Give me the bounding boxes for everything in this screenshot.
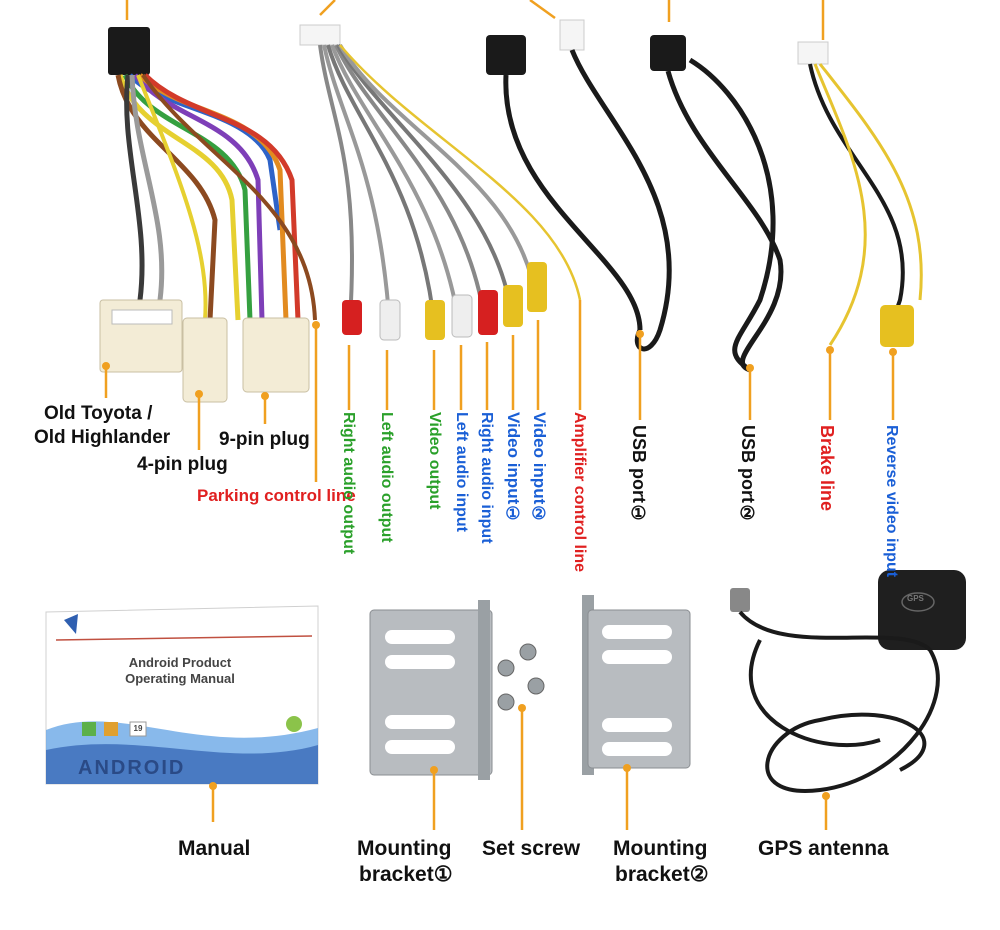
label-four-pin-plug: 4-pin plug xyxy=(137,454,228,475)
label-right-audio-input: Right audio input xyxy=(477,412,495,544)
rca-cable-bundle xyxy=(299,0,582,410)
label-brake-line: Brake line xyxy=(816,425,837,512)
label-nine-pin-plug: 9-pin plug xyxy=(219,429,310,450)
manual-calendar-icon: 19 xyxy=(133,724,143,733)
label-set-screw: Set screw xyxy=(482,837,581,860)
label-mounting-bracket-1-line1: Mounting xyxy=(357,837,452,860)
label-mounting-bracket-1-line2: bracket① xyxy=(359,863,453,886)
four-pin-plug xyxy=(182,317,228,403)
usb-cables xyxy=(486,0,784,420)
label-parking-control-line: Parking control line xyxy=(197,486,356,505)
manual-brand-logo: ANDROID xyxy=(78,757,186,779)
label-gps-antenna: GPS antenna xyxy=(758,837,889,860)
label-right-audio-output: Right audio output xyxy=(339,412,357,555)
mounting-bracket-1 xyxy=(369,600,493,830)
reverse-cable xyxy=(797,0,923,420)
manual-cover-line2: Operating Manual xyxy=(125,671,235,686)
label-mounting-bracket-2-line2: bracket② xyxy=(615,863,709,886)
manual-booklet xyxy=(45,605,319,822)
label-video-input-2: Video input② xyxy=(529,412,549,525)
gps-puck-label: GPS xyxy=(907,594,924,603)
label-old-highlander: Old Highlander xyxy=(34,427,171,448)
rca-plugs xyxy=(342,262,547,341)
manual-cover-line1: Android Product xyxy=(128,655,232,670)
usb-2-connector xyxy=(650,35,686,71)
label-amplifier-control-line: Amplifier control line xyxy=(570,412,588,573)
label-video-input-1: Video input① xyxy=(503,412,523,525)
harness-connector-top xyxy=(108,27,150,75)
label-video-output: Video output xyxy=(425,412,443,510)
label-reverse-video-input: Reverse video input xyxy=(882,425,900,578)
label-usb-port-1: USB port① xyxy=(628,425,649,524)
wiring-harness xyxy=(99,0,320,482)
gps-antenna xyxy=(730,570,966,830)
nine-pin-plug xyxy=(242,317,310,393)
reverse-rca-plug xyxy=(880,305,914,347)
label-left-audio-output: Left audio output xyxy=(377,412,395,543)
label-usb-port-2: USB port② xyxy=(737,425,758,524)
label-left-audio-input: Left audio input xyxy=(452,412,470,532)
usb-1-connector xyxy=(486,35,526,75)
mounting-bracket-2 xyxy=(582,595,691,830)
rca-connector-top xyxy=(299,24,341,46)
set-screws xyxy=(497,643,545,830)
manual-cover-title: Android Product Operating Manual xyxy=(100,655,260,687)
label-old-toyota: Old Toyota / xyxy=(44,403,153,424)
label-mounting-bracket-2-line1: Mounting xyxy=(613,837,708,860)
label-manual: Manual xyxy=(178,837,251,860)
